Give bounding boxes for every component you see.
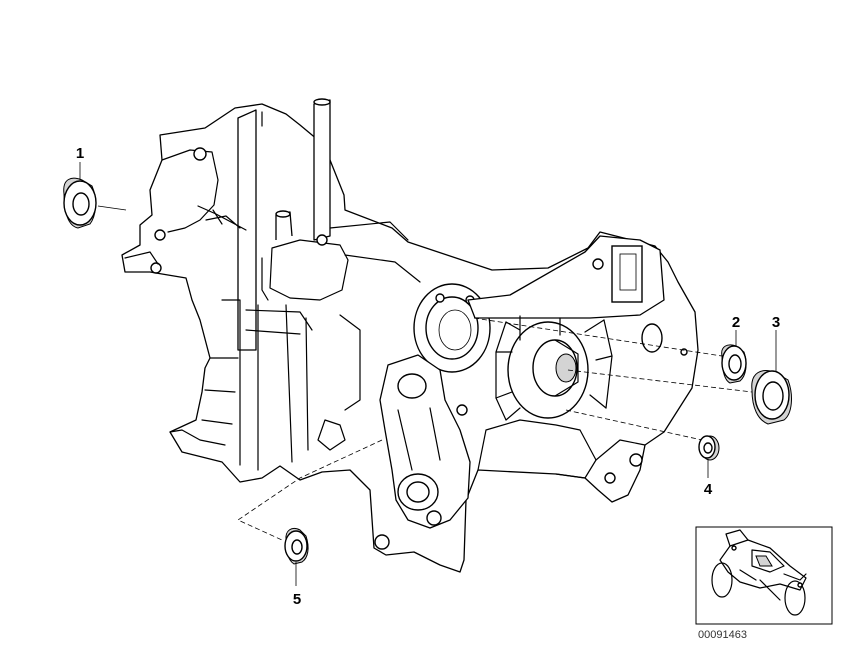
- image-code: 00091463: [698, 629, 747, 641]
- gearbox-housing: [121, 98, 699, 573]
- motorcycle-thumbnail: [695, 526, 833, 625]
- seal-part-3[interactable]: [751, 330, 792, 425]
- callout-5: 5: [293, 591, 301, 608]
- callout-3: 3: [772, 314, 780, 331]
- seal-part-2[interactable]: [721, 330, 747, 384]
- callout-4: 4: [704, 481, 713, 498]
- callout-1: 1: [76, 145, 84, 162]
- callout-2: 2: [732, 314, 740, 331]
- motorcycle-icon: [711, 529, 807, 616]
- seal-part-1[interactable]: [63, 162, 97, 229]
- seal-part-5[interactable]: [284, 527, 309, 586]
- output-hub: [495, 319, 613, 421]
- leader-lines: [97, 205, 753, 541]
- seal-part-4[interactable]: [698, 435, 720, 478]
